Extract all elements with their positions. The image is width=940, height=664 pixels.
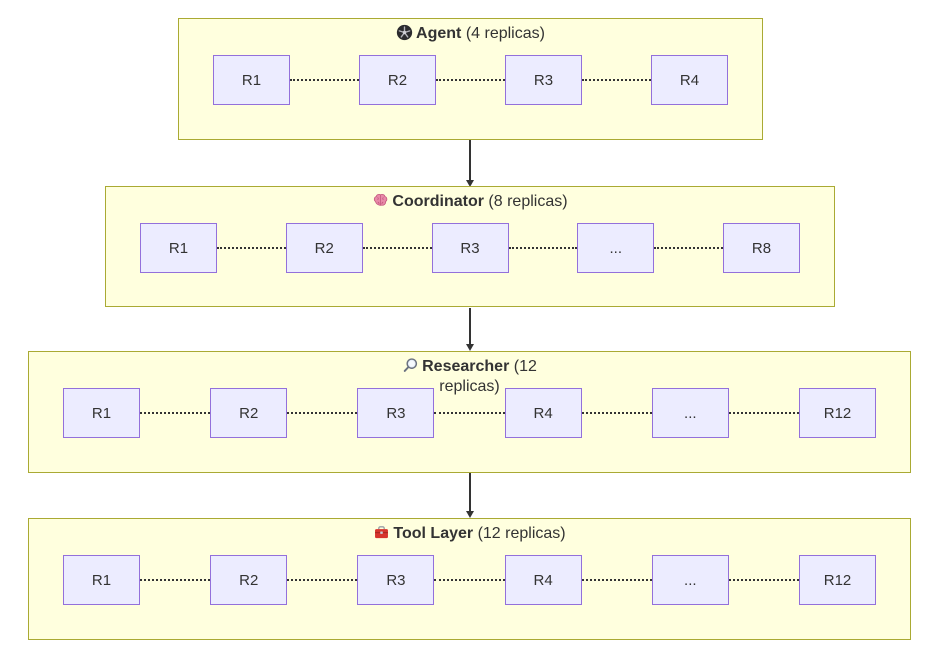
dotted-link [287,579,358,581]
dotted-link [581,579,652,581]
replica-row-tool-layer: R1 R2 R3 R4... R12 [63,555,877,605]
cluster-name: Agent [416,25,462,42]
replica-node-r12: R12 [799,555,877,605]
replica-node-r12: R12 [799,388,877,438]
cluster-tool-layer: Tool Layer (12 replicas) R1 R2 R3 R4... R12 [28,518,911,640]
dotted-link [582,79,651,81]
magnifying-glass-icon [402,357,419,374]
dotted-link [362,247,432,249]
dotted-link [140,412,211,414]
replica-node-r3: R3 [431,223,509,273]
cluster-name: Tool Layer [393,525,474,542]
arrow-researcher-to-tool [466,473,474,518]
arrow-agent-to-coordinator [466,140,474,187]
replica-row-coordinator: R1 R2 R3... R8 [140,223,800,273]
replica-node-r1: R1 [63,388,140,438]
dotted-link [217,247,286,249]
dotted-link [290,79,359,81]
replica-node-r2: R2 [210,555,288,605]
cluster-replicas: (4 replicas) [465,25,545,42]
replica-node-r3: R3 [357,388,435,438]
cluster-researcher-title: Researcher (12 replicas) [395,357,545,397]
cluster-agent-title: Agent (4 replicas) [179,24,762,44]
replica-node-r4: R4 [504,388,582,438]
replica-node-r1: R1 [213,55,290,105]
dotted-link [140,579,211,581]
replica-node-r4: R4 [651,55,728,105]
cluster-name: Coordinator [392,193,484,210]
dotted-link [436,79,505,81]
cluster-agent: Agent (4 replicas) R1 R2 R3 R4 [178,18,763,140]
replica-node-r2: R2 [359,55,436,105]
dotted-link [728,412,800,414]
arrow-coordinator-to-researcher [466,308,474,351]
dotted-link [508,247,578,249]
replica-node-r4: R4 [504,555,582,605]
replica-node-ellipsis: ... [651,555,729,605]
cluster-tool-layer-title: Tool Layer (12 replicas) [29,524,910,544]
replica-node-ellipsis: ... [577,223,655,273]
replica-node-r1: R1 [63,555,140,605]
replica-node-r8: R8 [723,223,800,273]
replica-row-researcher: R1 R2 R3 R4... R12 [63,388,877,438]
dotted-link [581,412,652,414]
cluster-replicas: (12 replicas) [477,525,566,542]
replica-node-r2: R2 [210,388,288,438]
dotted-link [434,579,505,581]
cluster-name: Researcher [422,358,510,375]
replica-node-ellipsis: ... [651,388,729,438]
cluster-replicas: (12 replicas) [439,358,537,395]
replica-node-r3: R3 [357,555,435,605]
cluster-coordinator-title: Coordinator (8 replicas) [106,192,834,212]
dotted-link [654,247,723,249]
dotted-link [434,412,505,414]
toolbox-icon [373,524,390,541]
dotted-link [728,579,800,581]
cluster-coordinator: Coordinator (8 replicas) R1 R2 R3... R8 [105,186,835,307]
replica-node-r2: R2 [285,223,363,273]
cluster-replicas: (8 replicas) [488,193,568,210]
replica-node-r3: R3 [505,55,582,105]
replica-node-r1: R1 [140,223,217,273]
brain-icon [372,192,389,209]
replica-row-agent: R1 R2 R3 R4 [213,55,728,105]
cluster-researcher: Researcher (12 replicas) R1 R2 R3 R4... R12 [28,351,911,473]
wheel-agent-icon [396,24,413,41]
dotted-link [287,412,358,414]
